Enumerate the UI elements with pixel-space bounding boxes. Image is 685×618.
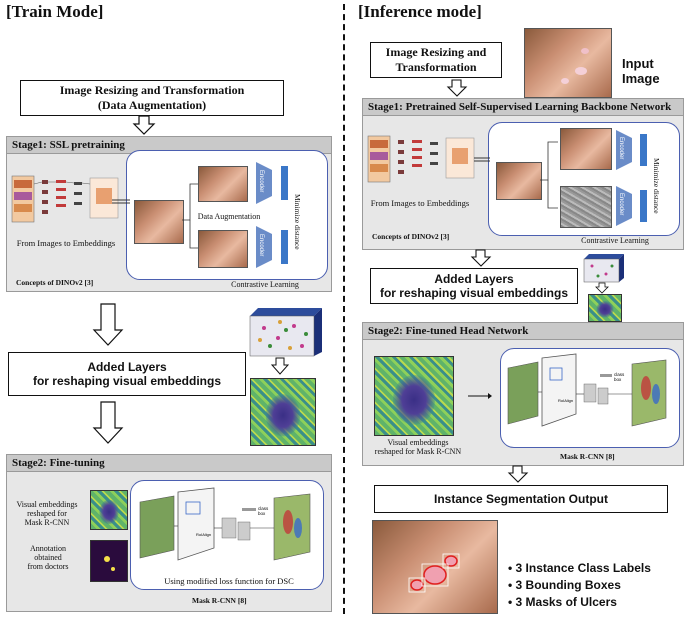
train-maskrcnn-caption: Mask R-CNN [8] (192, 596, 247, 605)
train-vis-emb-line1: Visual embeddings (16, 500, 78, 509)
train-annotation-line3: from doctors (27, 562, 69, 571)
train-aug-photo-bottom (198, 230, 248, 268)
inference-stage2-arrow (468, 393, 492, 399)
inference-resize-line1: Image Resizing and (385, 45, 487, 59)
bullet-class-labels: • 3 Instance Class Labels (508, 561, 651, 575)
svg-text:RoIAlign: RoIAlign (196, 532, 211, 537)
train-annotation-mask (90, 540, 128, 582)
inference-vis-emb-caption: Visual embeddings reshaped for Mask R-CN… (368, 438, 468, 456)
inference-connector (474, 157, 490, 162)
train-arrow-3 (92, 401, 124, 444)
inference-resize-line2: Transformation (395, 60, 477, 74)
train-annotation-line2: obtained (34, 553, 62, 562)
inference-vis-emb-line1: Visual embeddings (387, 438, 449, 447)
inference-output-box: Instance Segmentation Output (374, 485, 668, 513)
inference-encoder-top-label: Encoder (618, 137, 624, 160)
train-stage2-title: Stage2: Fine-tuning (7, 455, 331, 472)
train-arrow-2 (92, 303, 124, 346)
inference-resize-box: Image Resizing and Transformation (370, 42, 502, 78)
bullet-bounding-boxes: • 3 Bounding Boxes (508, 578, 621, 592)
inference-embed-bar-bottom (640, 190, 647, 222)
mode-divider (343, 4, 345, 614)
inference-maskrcnn-caption: Mask R-CNN [8] (560, 452, 615, 461)
train-aug-arrows (182, 183, 198, 249)
train-min-distance: Minimize distance (293, 194, 302, 250)
inference-added-line2: for reshaping visual embeddings (379, 286, 569, 300)
svg-text:class: class (258, 506, 269, 511)
inference-mode-title: [Inference mode] (358, 2, 482, 21)
inference-stage2-heatmap (374, 356, 454, 436)
inference-encoder-bottom (616, 186, 632, 226)
inference-embed-bar-top (640, 134, 647, 166)
inference-output-bullets: • 3 Instance Class Labels • 3 Bounding B… (508, 560, 651, 611)
train-encoder-bottom-label: Encoder (258, 234, 264, 257)
svg-text:RoIAlign: RoIAlign (558, 398, 573, 403)
inference-vis-emb-line2: reshaped for Mask R-CNN (374, 447, 462, 456)
inference-small-heatmap (588, 294, 622, 322)
train-resize-box: Image Resizing and Transformation (Data … (20, 80, 284, 116)
train-embed-bar-top (281, 166, 288, 200)
train-added-layers-box: Added Layers for reshaping visual embedd… (8, 352, 246, 396)
train-resize-line1: Image Resizing and Transformation (59, 83, 245, 97)
train-aug-photo-top (198, 166, 248, 202)
inference-aug-photo-top (560, 128, 612, 170)
train-contrastive-caption: Contrastive Learning (231, 280, 299, 289)
inference-cube-arrow (595, 282, 609, 294)
train-annotation-line1: Annotation (30, 544, 66, 553)
train-maskrcnn-diagram: RoIAlign class box (139, 487, 311, 561)
bullet-masks: • 3 Masks of Ulcers (508, 595, 617, 609)
svg-text:box: box (258, 511, 266, 516)
train-encoder-bottom (256, 226, 272, 268)
inference-stage1-photo (496, 162, 542, 200)
train-encoder-top (256, 162, 272, 204)
inference-dino-caption: Concepts of DINOv2 [3] (372, 232, 450, 241)
train-embedding-cube (249, 308, 322, 357)
train-stage2-heatmap (90, 490, 128, 530)
inference-min-distance: Minimize distance (652, 158, 661, 214)
inference-encoder-bottom-label: Encoder (618, 193, 624, 216)
inference-stage1-title: Stage1: Pretrained Self-Supervised Learn… (363, 99, 683, 116)
train-added-line2: for reshaping visual embeddings (32, 374, 222, 388)
train-dino-caption: Concepts of DINOv2 [3] (16, 278, 94, 287)
inference-added-line1: Added Layers (434, 272, 514, 286)
train-input-photo (134, 200, 184, 244)
train-cube-arrow (270, 357, 290, 375)
svg-text:box: box (614, 377, 622, 382)
train-connector (112, 199, 130, 204)
inference-input-photo (524, 28, 612, 98)
train-loss-caption: Using modified loss function for DSC (164, 576, 294, 586)
inference-arrow-2 (470, 249, 492, 267)
train-mode-title: [Train Mode] (6, 2, 104, 21)
train-heatmap (250, 378, 316, 446)
inference-contrastive-caption: Contrastive Learning (581, 236, 649, 245)
train-arrow-1 (132, 115, 156, 135)
train-vis-emb-line2: reshaped for (27, 509, 67, 518)
inference-aug-photo-bottom (560, 186, 612, 228)
train-resize-line2: (Data Augmentation) (97, 98, 207, 112)
inference-added-layers-box: Added Layers for reshaping visual embedd… (370, 268, 578, 304)
train-vis-emb-caption: Visual embeddings reshaped for Mask R-CN… (4, 500, 90, 527)
train-encoder-top-label: Encoder (258, 170, 264, 193)
inference-arrow-3 (507, 465, 529, 483)
train-dino-diagram (11, 175, 119, 223)
inference-dino-diagram (367, 135, 475, 183)
train-vis-emb-line3: Mask R-CNN (24, 518, 70, 527)
inference-stage2-title: Stage2: Fine-tuned Head Network (363, 323, 683, 340)
inference-maskrcnn-diagram: RoIAlign class box (507, 353, 667, 427)
train-embed-caption: From Images to Embeddings (16, 238, 116, 248)
inference-embed-caption: From Images to Embeddings (370, 198, 470, 208)
inference-arrow-1 (446, 79, 468, 97)
inference-input-line1: Input (622, 56, 654, 71)
train-embed-bar-bottom (281, 230, 288, 264)
inference-output-photo (372, 520, 498, 614)
inference-input-label: Input Image (622, 56, 660, 86)
inference-input-line2: Image (622, 71, 660, 86)
inference-aug-arrows (540, 141, 558, 209)
train-added-line1: Added Layers (87, 360, 167, 374)
train-annotation-caption: Annotation obtained from doctors (8, 544, 88, 571)
train-data-aug-label: Data Augmentation (197, 212, 261, 221)
inference-encoder-top (616, 130, 632, 170)
svg-text:class: class (614, 372, 625, 377)
inference-embedding-cube (583, 254, 624, 283)
